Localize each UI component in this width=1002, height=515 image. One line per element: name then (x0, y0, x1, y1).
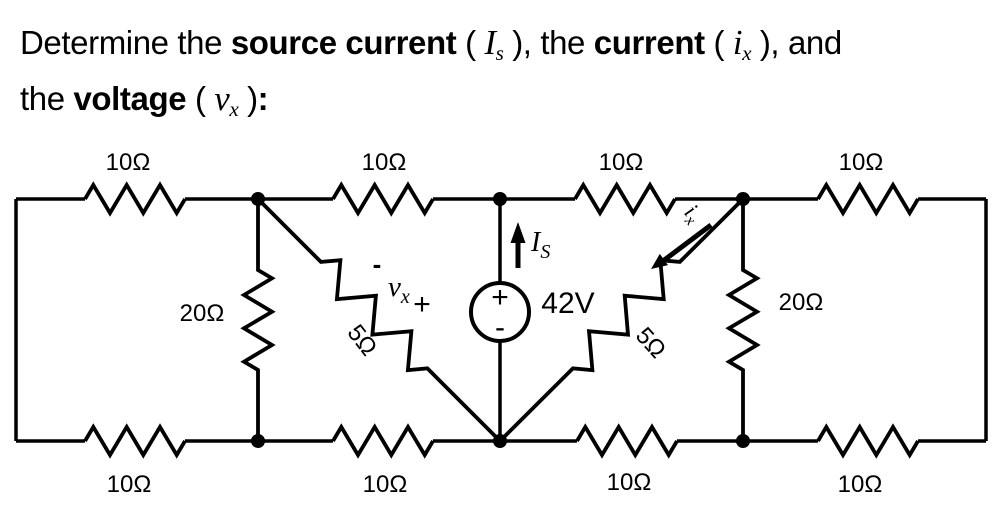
label-5ohm-left: 5Ω (342, 320, 383, 361)
ix-current-arrow-shaft (661, 223, 713, 263)
is-main: I (530, 227, 542, 258)
resistor-10ohm-top-2 (331, 181, 435, 217)
resistor-5ohm-diagonal-right (498, 197, 745, 443)
resistor-20ohm-right (725, 199, 761, 441)
label-10ohm-bottom-3: 10Ω (607, 469, 652, 496)
junction-dot (736, 192, 750, 206)
title-text: ) (238, 79, 258, 117)
label-20ohm-right: 20Ω (779, 289, 824, 316)
resistor-10ohm-bottom-1 (83, 423, 187, 459)
math-subscript-x: x (742, 40, 752, 65)
label-20ohm-left: 20Ω (180, 300, 225, 327)
junction-dot (251, 434, 265, 448)
source-current-arrow-head (510, 222, 526, 243)
label-10ohm-bottom-1: 10Ω (107, 471, 152, 498)
label-10ohm-top-3: 10Ω (599, 149, 644, 176)
resistor-10ohm-bottom-3 (575, 423, 679, 459)
title-line-2: the voltage ( vx ): (20, 76, 988, 132)
vx-voltage-label: vx (388, 271, 410, 308)
resistor-10ohm-top-4 (816, 181, 920, 217)
math-subscript-x: x (229, 96, 239, 121)
resistor-10ohm-top-1 (83, 181, 187, 217)
label-10ohm-top-2: 10Ω (362, 149, 407, 176)
title-bold-voltage: voltage (73, 79, 187, 117)
title-line-1: Determine the source current ( Is ), the… (20, 20, 988, 76)
junction-dots (251, 192, 750, 448)
label-5ohm-right: 5Ω (630, 322, 671, 363)
title-text: Determine the (20, 24, 231, 61)
math-symbol-Is: I (484, 24, 496, 62)
is-sub: S (540, 241, 550, 263)
math-subscript-s: s (495, 40, 504, 65)
voltage-source-plus: + (491, 281, 509, 314)
resistor-20ohm-left (240, 199, 276, 441)
junction-dot (493, 192, 507, 206)
voltage-source-circle (469, 281, 531, 343)
title-text: the (20, 79, 74, 117)
voltage-source-value: 42V (541, 287, 594, 320)
math-symbol-vx: v (214, 79, 230, 118)
label-10ohm-top-4: 10Ω (839, 149, 884, 176)
label-10ohm-bottom-2: 10Ω (363, 471, 408, 498)
vx-minus-sign: - (373, 249, 382, 279)
resistor-10ohm-bottom-2 (331, 423, 435, 459)
title-text: ( (704, 24, 733, 61)
problem-statement: Determine the source current ( Is ), the… (20, 20, 988, 132)
title-colon: : (257, 79, 269, 117)
label-10ohm-bottom-4: 10Ω (838, 471, 883, 498)
ix-current-arrow-head (651, 253, 668, 269)
junction-dot (493, 434, 507, 448)
title-text: ), the (503, 24, 594, 61)
resistor-10ohm-bottom-4 (816, 423, 920, 459)
resistor-5ohm-diagonal-left (256, 197, 502, 443)
title-bold-source-current: source current (230, 24, 457, 61)
vx-plus-sign: + (413, 288, 431, 321)
math-symbol-ix: i (732, 24, 743, 62)
source-current-label: IS (530, 227, 550, 263)
title-text: ( (456, 24, 485, 61)
voltage-source-minus: - (495, 311, 505, 344)
ix-current-label: ix (677, 199, 707, 229)
junction-dot (251, 192, 265, 206)
title-text: ), and (751, 24, 842, 61)
title-bold-current: current (593, 24, 705, 61)
title-text: ( (186, 79, 215, 117)
vx-sub: x (400, 286, 410, 308)
vx-main: v (388, 271, 401, 303)
junction-dot (736, 434, 750, 448)
resistor-10ohm-top-3 (573, 181, 677, 217)
label-10ohm-top-1: 10Ω (106, 149, 151, 176)
